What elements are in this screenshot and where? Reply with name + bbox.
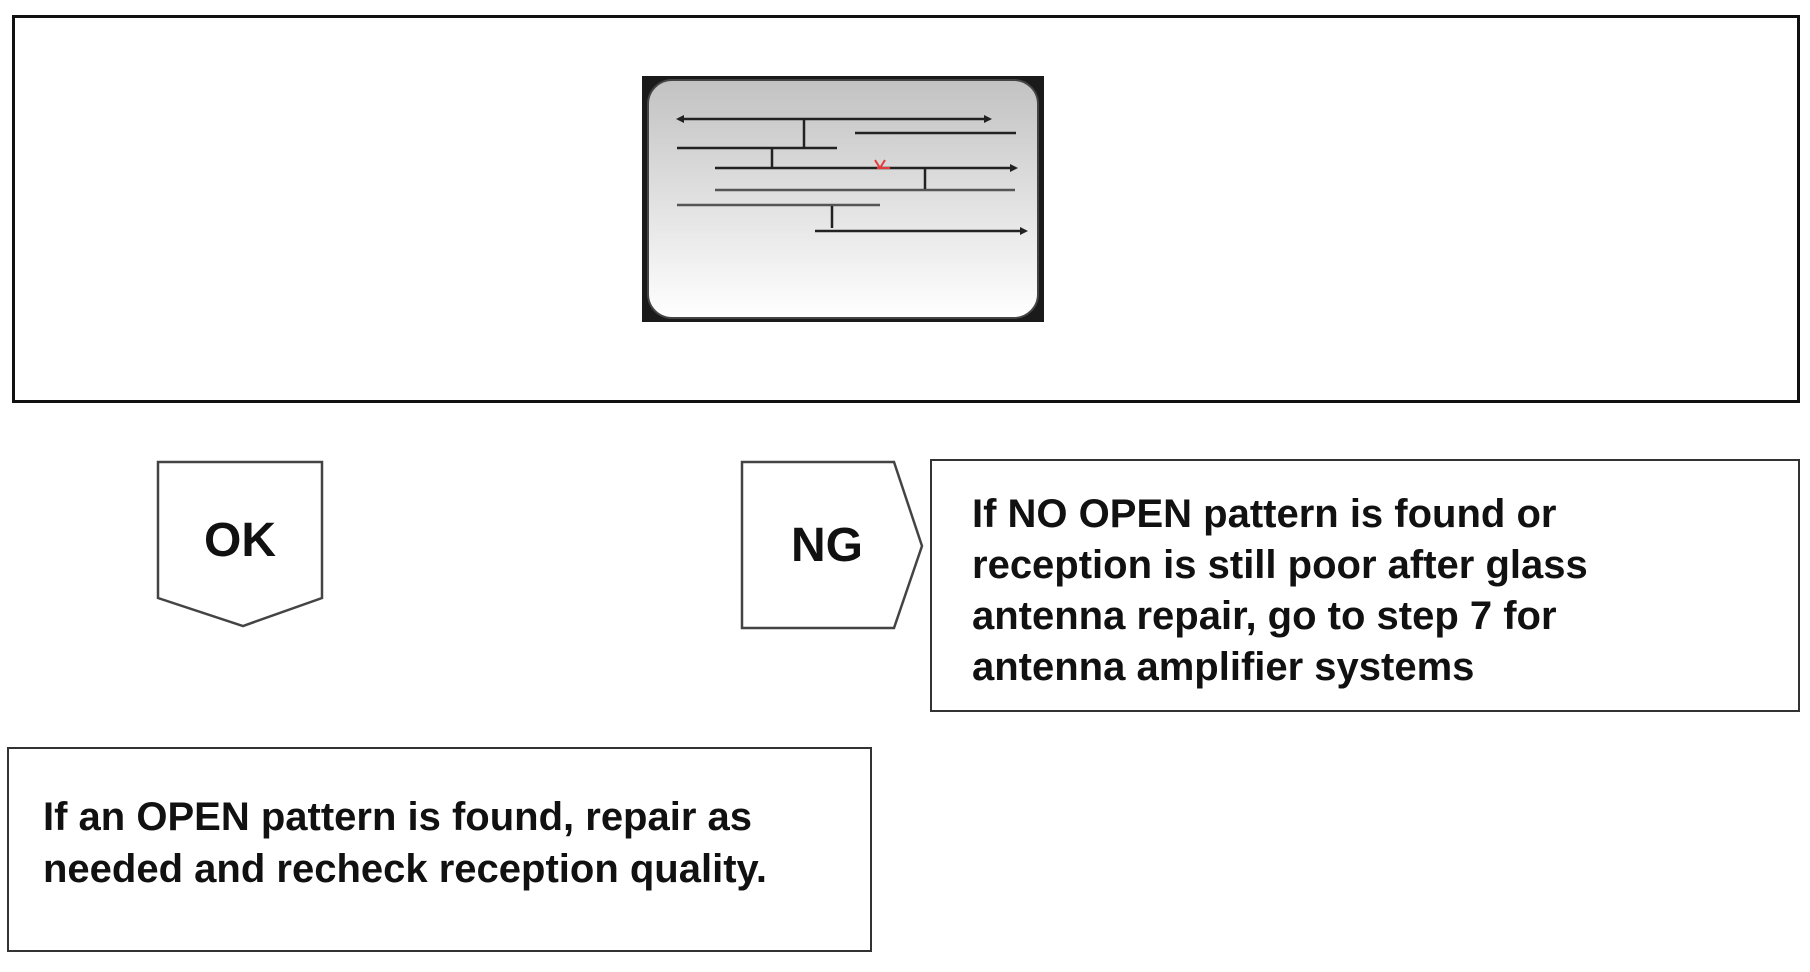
tip-right-mid — [1010, 164, 1018, 172]
ng-instruction-line: antenna repair, go to step 7 for — [972, 594, 1557, 638]
glass-pane — [647, 79, 1039, 319]
ok-instruction-line: needed and recheck reception quality. — [43, 847, 767, 891]
tip-right-top — [984, 115, 992, 123]
rear-glass-illustration — [642, 76, 1044, 322]
ng-label: NG — [791, 519, 863, 572]
terminal-tips — [676, 115, 1028, 235]
tip-right-bottom — [1020, 227, 1028, 235]
ok-instruction-box: If an OPEN pattern is found, repair as n… — [7, 747, 872, 952]
ng-instruction-line: antenna amplifier systems — [972, 645, 1475, 689]
ng-instruction-box: If NO OPEN pattern is found or reception… — [930, 459, 1800, 712]
antenna-grid — [677, 117, 1025, 233]
ng-instruction-line: If NO OPEN pattern is found or — [972, 492, 1557, 536]
tip-left-top — [676, 115, 684, 123]
ok-instruction-line: If an OPEN pattern is found, repair as — [43, 795, 753, 839]
ng-instruction-line: reception is still poor after glass — [972, 543, 1588, 587]
ok-label: OK — [204, 514, 276, 567]
break-mark — [874, 159, 890, 170]
